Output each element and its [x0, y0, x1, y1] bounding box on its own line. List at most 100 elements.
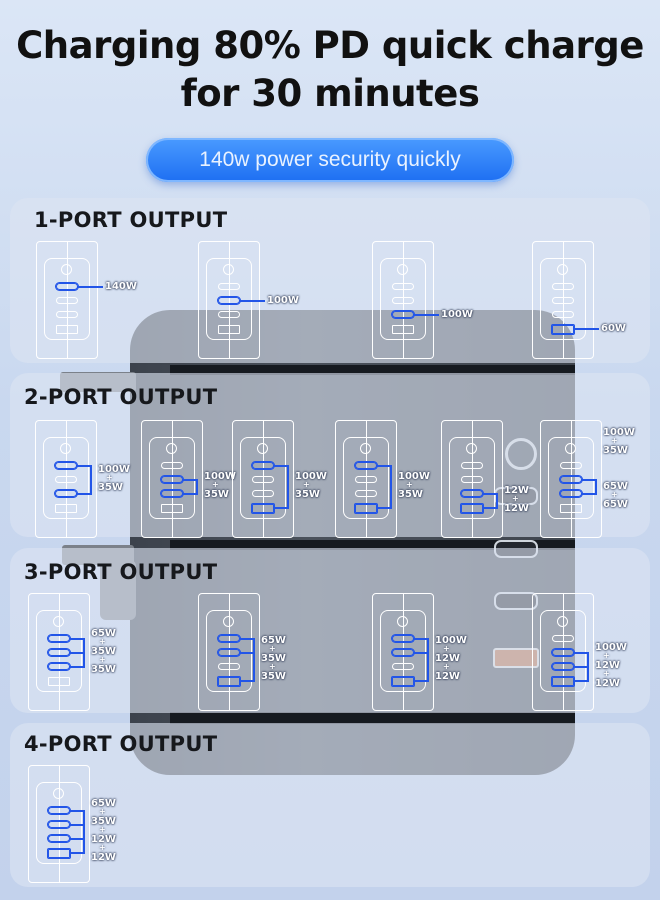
headline: Charging 80% PD quick charge for 30 minu… [0, 22, 660, 118]
led-indicator-icon [557, 616, 568, 627]
connector-line [413, 680, 427, 682]
usb-c-port-icon [48, 649, 70, 656]
usb-c-port-icon [218, 663, 240, 670]
wattage-label: 100W [603, 427, 635, 438]
usb-a-port-icon [461, 504, 483, 513]
connector-line [390, 465, 392, 509]
charger-outline [380, 258, 426, 340]
usb-c-port-icon [252, 490, 274, 497]
card-divider [229, 594, 230, 710]
connector-line [573, 328, 599, 330]
connector-line [273, 507, 287, 509]
connector-line [413, 652, 427, 654]
led-indicator-icon [565, 443, 576, 454]
usb-a-port-icon [355, 504, 377, 513]
connector-line [496, 493, 498, 509]
connector-line [83, 810, 85, 854]
wattage-label: 65W [91, 798, 116, 809]
wattage-label: 100W [595, 642, 627, 653]
port-config-card [335, 420, 397, 538]
section-2-port [10, 373, 650, 537]
wattage-label: 12W [595, 660, 620, 671]
card-divider [67, 242, 68, 358]
connector-line [427, 638, 429, 682]
usb-a-port-icon [560, 504, 582, 513]
usb-c-port-icon [392, 649, 414, 656]
wattage-label: 12W [595, 678, 620, 689]
usb-a-port-icon [252, 504, 274, 513]
connector-line [376, 465, 390, 467]
usb-c-port-icon [56, 297, 78, 304]
usb-a-port-icon [218, 325, 240, 334]
led-indicator-icon [223, 264, 234, 275]
port-config-card [372, 593, 434, 711]
usb-a-port-icon [56, 325, 78, 334]
usb-c-port-icon [218, 635, 240, 642]
plus-sign: + [303, 480, 310, 489]
wattage-label: 12W [91, 852, 116, 863]
usb-c-port-icon [218, 297, 240, 304]
connector-line [273, 465, 287, 467]
usb-c-port-icon [552, 297, 574, 304]
wattage-label: 12W [435, 671, 460, 682]
plus-sign: + [106, 473, 113, 482]
card-divider [229, 242, 230, 358]
connector-line [69, 810, 83, 812]
charger-band-1 [170, 365, 575, 375]
usb-c-port-icon [252, 462, 274, 469]
plus-sign: + [443, 662, 450, 671]
usb-c-port-icon [392, 311, 414, 318]
port-config-card [35, 420, 97, 538]
usb-c-port-icon [218, 311, 240, 318]
connector-line [69, 852, 83, 854]
card-divider [66, 421, 67, 537]
plus-sign: + [611, 490, 618, 499]
wattage-label: 65W [91, 628, 116, 639]
plus-sign: + [269, 662, 276, 671]
led-indicator-icon [60, 443, 71, 454]
led-indicator-icon [257, 443, 268, 454]
usb-c-port-icon [56, 283, 78, 290]
connector-line [196, 479, 198, 495]
connector-line [253, 638, 255, 682]
usb-c-port-icon [48, 663, 70, 670]
card-divider [366, 421, 367, 537]
usb-c-port-icon [560, 462, 582, 469]
usb-c-port-icon [48, 807, 70, 814]
card-divider [571, 421, 572, 537]
card-divider [403, 242, 404, 358]
usb-a-port-icon [48, 677, 70, 686]
wattage-label: 100W [398, 471, 430, 482]
charger-outline [36, 782, 82, 864]
card-divider [403, 594, 404, 710]
plus-sign: + [603, 651, 610, 660]
usb-a-port-icon [218, 677, 240, 686]
led-indicator-icon [397, 264, 408, 275]
connector-line [239, 638, 253, 640]
section-1-port-title: 1-PORT OUTPUT [34, 208, 228, 232]
connector-line [413, 638, 427, 640]
led-indicator-icon [166, 443, 177, 454]
plus-sign: + [99, 637, 106, 646]
usb-c-port-icon [252, 476, 274, 483]
connector-line [595, 479, 597, 495]
charger-outline [343, 437, 389, 519]
port-config-card [372, 241, 434, 359]
usb-c-port-icon [560, 490, 582, 497]
plus-sign: + [603, 669, 610, 678]
usb-a-port-icon [55, 504, 77, 513]
plus-sign: + [406, 480, 413, 489]
connector-line [182, 479, 196, 481]
connector-line [482, 493, 496, 495]
wattage-label: 35W [91, 816, 116, 827]
led-indicator-icon [397, 616, 408, 627]
plus-sign: + [99, 807, 106, 816]
charger-outline [449, 437, 495, 519]
wattage-label: 65W [261, 635, 286, 646]
usb-a-port-icon [552, 677, 574, 686]
port-config-card [232, 420, 294, 538]
connector-line [239, 652, 253, 654]
section-3-port-title: 3-PORT OUTPUT [24, 560, 218, 584]
charger-outline [149, 437, 195, 519]
port-config-card [441, 420, 503, 538]
